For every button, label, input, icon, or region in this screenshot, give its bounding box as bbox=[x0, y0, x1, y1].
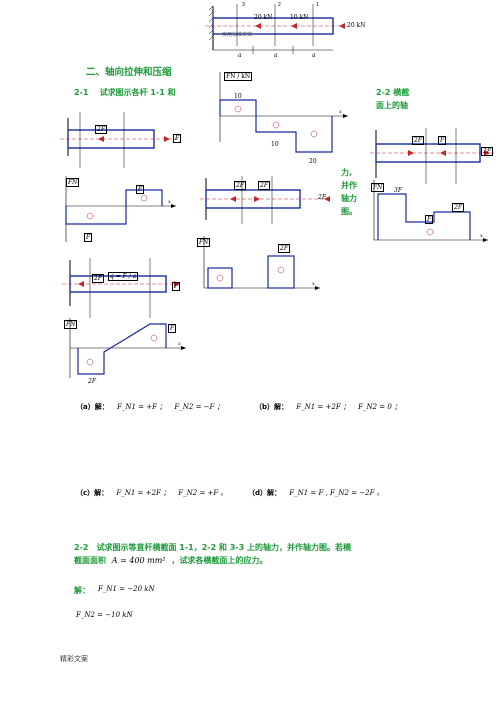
fig-d-load-2: F bbox=[172, 282, 181, 291]
fig-c-val-2f: 2F bbox=[452, 203, 464, 212]
answer-d-text: F_N1 = F , F_N2 = −2F 。 bbox=[289, 489, 384, 497]
fig-b-axis: FN bbox=[197, 238, 211, 247]
top-diag-val-3: 20 bbox=[309, 158, 317, 165]
answer-b-text-1: F_N1 = +2F ； bbox=[296, 403, 350, 411]
top-diag-val-2: 10 bbox=[271, 141, 279, 148]
top-bar-figure bbox=[205, 4, 345, 54]
fig-b-load-3: 2F bbox=[318, 194, 326, 201]
fig-a-load-left: 2F bbox=[95, 125, 107, 134]
answer-b-label: （b）解： bbox=[255, 403, 289, 411]
top-section-label-1: 1 bbox=[316, 2, 319, 8]
problem-2-2-line-2a: 截面面积 bbox=[74, 556, 106, 565]
fig-b-val: 2F bbox=[278, 244, 290, 253]
figure-d-bar bbox=[62, 258, 182, 318]
solution-2-2-line-1: F_N1 = −20 kN bbox=[98, 585, 155, 593]
svg-text:x: x bbox=[312, 281, 315, 287]
top-section-label-2: 2 bbox=[278, 2, 281, 8]
answer-c-text-1: F_N1 = +2F ； bbox=[116, 489, 171, 497]
problem-2-1-mid-3: 轴力 bbox=[341, 194, 357, 203]
answer-c-text-2: F_N2 = +F 。 bbox=[178, 489, 228, 497]
svg-text:x: x bbox=[168, 199, 171, 205]
fig-d-val-2f: 2F bbox=[88, 378, 96, 385]
dim-a-1: a bbox=[238, 52, 242, 59]
answer-d-label: （d）解： bbox=[248, 489, 282, 497]
problem-2-1-right-a: 2-2 横截 bbox=[376, 88, 410, 97]
problem-2-1-text: 2-1 试求图示各杆 1-1 和 bbox=[74, 86, 176, 99]
figure-b-bar bbox=[200, 176, 330, 224]
fig-d-load-1: 2F bbox=[92, 274, 104, 283]
problem-2-1-mid-1: 力, bbox=[341, 168, 353, 177]
problem-2-1-right-b: 面上的轴 bbox=[376, 101, 408, 110]
fig-a-load-right: F bbox=[173, 134, 182, 143]
answer-c-label: （c）解： bbox=[76, 489, 109, 497]
fig-d-q: q = F / a bbox=[108, 272, 139, 281]
answer-a-text-1: F_N1 = +F ； bbox=[116, 403, 167, 411]
figure-c-bar bbox=[370, 128, 494, 184]
fig-c-load-1: 2F bbox=[412, 136, 424, 145]
problem-2-1-mid: 力, 并作 轴力 图。 bbox=[341, 166, 357, 218]
problem-2-2-area: A = 400 mm² bbox=[111, 556, 166, 565]
dim-a-3: a bbox=[312, 52, 316, 59]
fig-c-val-3f: 3F bbox=[394, 187, 402, 194]
watermark: 实用标准文档 bbox=[222, 32, 253, 38]
top-load-3: 20 kN bbox=[347, 22, 366, 29]
answer-a-text-2: F_N2 = −F ； bbox=[174, 403, 224, 411]
problem-2-2-line-2: 截面面积 A = 400 mm² ，试求各横截面上的应力。 bbox=[74, 554, 434, 567]
top-diag-val-1: 10 bbox=[234, 93, 242, 100]
fig-a-val-neg: F bbox=[84, 233, 93, 242]
problem-2-1-mid-4: 图。 bbox=[341, 207, 357, 216]
problem-2-2-line-1: 2-2 试求图示等直杆横截面 1-1，2-2 和 3-3 上的轴力，并作轴力图。… bbox=[74, 543, 351, 552]
answer-a-label: （a）解： bbox=[76, 403, 109, 411]
problem-2-1-right: 2-2 横截 面上的轴 bbox=[376, 86, 409, 112]
top-diag-axis: FN / kN bbox=[224, 72, 253, 81]
svg-text:x: x bbox=[480, 233, 483, 239]
top-axial-force-diagram: x bbox=[219, 72, 348, 153]
svg-text:x: x bbox=[178, 341, 181, 347]
fig-c-axis: FN bbox=[371, 183, 385, 192]
section-heading: 二、轴向拉伸和压缩 bbox=[86, 67, 172, 78]
top-load-1: 20 kN bbox=[254, 14, 273, 21]
fig-b-load-2: 2F bbox=[258, 181, 270, 190]
top-section-label-3: 3 bbox=[242, 2, 245, 8]
svg-text:x: x bbox=[339, 109, 342, 115]
figure-c-diagram: x bbox=[373, 180, 488, 242]
top-load-2: 10 kN bbox=[290, 14, 309, 21]
solution-2-2-line-2: F_N2 = −10 kN bbox=[76, 611, 133, 619]
problem-2-2: 2-2 试求图示等直杆横截面 1-1，2-2 和 3-3 上的轴力，并作轴力图。… bbox=[74, 541, 434, 567]
answer-b: （b）解： F_N1 = +2F ； F_N2 = 0 ； bbox=[255, 402, 401, 412]
fig-b-load-1: 2F bbox=[234, 181, 246, 190]
dim-a-2: a bbox=[274, 52, 278, 59]
problem-2-1-number: 2-1 bbox=[74, 88, 89, 97]
figure-b-diagram: x bbox=[203, 236, 320, 290]
fig-a-val-pos: F bbox=[136, 185, 145, 194]
fig-d-axis: FN bbox=[64, 320, 78, 329]
fig-c-val-f: F bbox=[425, 215, 434, 224]
figure-a-bar bbox=[60, 112, 180, 168]
fig-c-load-2: F bbox=[438, 136, 447, 145]
answer-b-text-2: F_N2 = 0 ； bbox=[358, 403, 402, 411]
answer-c: （c）解： F_N1 = +2F ； F_N2 = +F 。 bbox=[76, 488, 227, 498]
answer-a: （a）解： F_N1 = +F ； F_N2 = −F ； bbox=[76, 402, 224, 412]
problem-2-2-line-2b: ，试求各横截面上的应力。 bbox=[171, 556, 268, 565]
fig-d-val-f: F bbox=[168, 324, 177, 333]
solution-2-2-label: 解： bbox=[74, 586, 90, 595]
problem-2-1-text-left: 试求图示各杆 1-1 和 bbox=[99, 88, 176, 97]
answer-d: （d）解： F_N1 = F , F_N2 = −2F 。 bbox=[248, 488, 384, 498]
problem-2-1-mid-2: 并作 bbox=[341, 181, 357, 190]
fig-c-load-3: 2F bbox=[481, 147, 493, 156]
footer: 精彩文案 bbox=[60, 655, 88, 663]
fig-a-axis: FN bbox=[66, 178, 80, 187]
figure-a-diagram: x bbox=[65, 176, 176, 242]
